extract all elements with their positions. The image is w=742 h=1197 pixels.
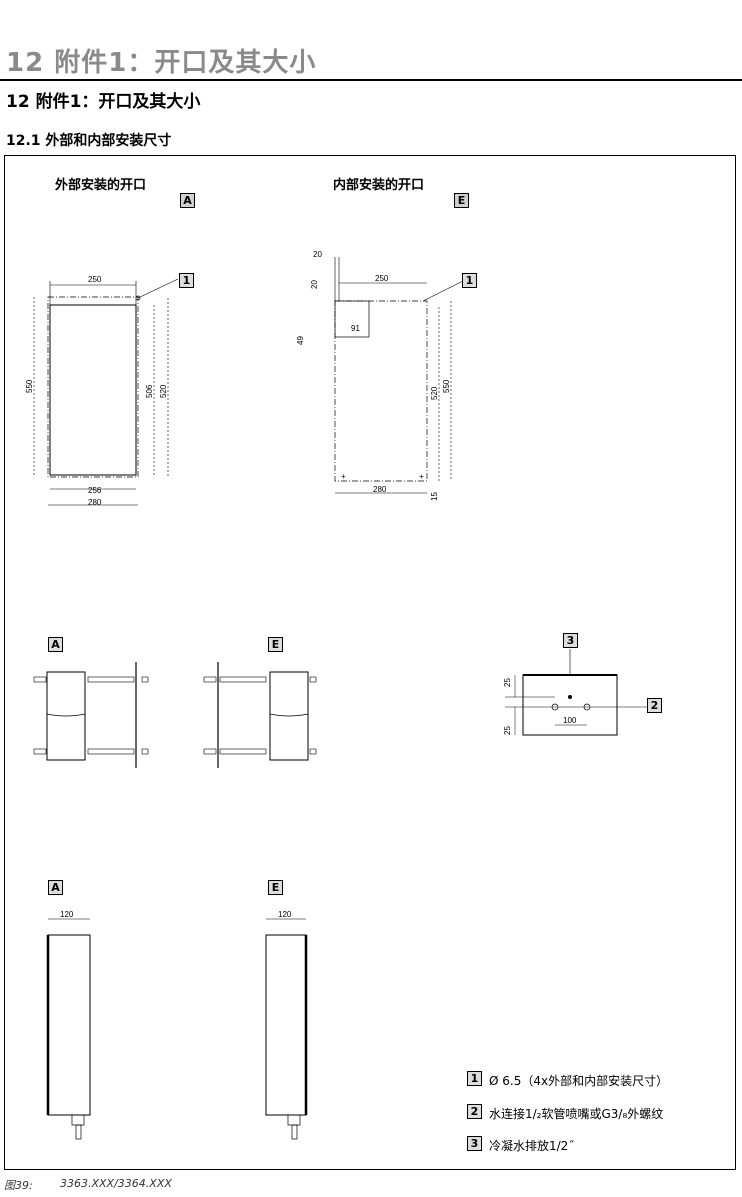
bottom-callout-2: 2 bbox=[647, 698, 662, 713]
int-hole-marker-br: + bbox=[419, 472, 424, 481]
section-heading: 12.1 外部和内部安装尺寸 bbox=[6, 133, 172, 149]
side-view-external bbox=[33, 662, 149, 768]
heading-rule bbox=[0, 79, 742, 81]
side-view-e-label: E bbox=[268, 637, 283, 652]
chapter-heading: 12 附件1：开口及其大小 bbox=[6, 92, 201, 112]
int-dim-gap-side: 20 bbox=[310, 280, 319, 289]
int-dim-gap-top: 20 bbox=[313, 250, 322, 259]
depth-e-dim: 120 bbox=[278, 910, 292, 919]
external-marker: A bbox=[180, 193, 195, 208]
ext-dim-top: 250 bbox=[88, 275, 102, 284]
bottom-dim-bottom: 25 bbox=[503, 726, 512, 735]
int-dim-width: 250 bbox=[375, 274, 389, 283]
int-callout-1: 1 bbox=[462, 273, 477, 288]
side-view-a-label: A bbox=[48, 637, 63, 652]
depth-view-internal: 120 bbox=[265, 910, 308, 1140]
int-dim-inner: 520 bbox=[430, 386, 439, 400]
external-cutout-outline bbox=[49, 304, 137, 476]
legend-num-1: 1 bbox=[467, 1071, 482, 1086]
ext-dim-outer: 520 bbox=[159, 384, 168, 398]
internal-mount-label: 内部安装的开口 bbox=[333, 178, 425, 193]
ext-dim-bottom-outer: 280 bbox=[88, 498, 102, 507]
int-dim-slot: 91 bbox=[351, 324, 360, 333]
chapter-heading-large: 12 附件1：开口及其大小 bbox=[6, 48, 317, 78]
internal-marker: E bbox=[454, 193, 469, 208]
external-frame-dashed bbox=[47, 296, 139, 478]
int-dim-bottom: 280 bbox=[373, 485, 387, 494]
external-cutout-drawing: 250 550 506 520 256 280 bbox=[25, 275, 179, 507]
legend-text-1: Ø 6.5（4x外部和内部安装尺寸） bbox=[489, 1074, 669, 1088]
legend-num-2: 2 bbox=[467, 1104, 482, 1119]
bottom-callout-3: 3 bbox=[563, 633, 578, 648]
ext-callout-1: 1 bbox=[179, 273, 194, 288]
legend-text-2: 水连接1/₂软管喷嘴或G3/₈外螺纹 bbox=[489, 1107, 664, 1121]
ext-dim-inner: 506 bbox=[145, 384, 154, 398]
legend-text-3: 冷凝水排放1/2˝ bbox=[489, 1139, 575, 1153]
figure-models: 3363.XXX/3364.XXX bbox=[60, 1177, 172, 1190]
int-dim-outer: 550 bbox=[442, 379, 451, 393]
bottom-view-drawing: 25 25 100 bbox=[503, 649, 647, 736]
internal-frame-dashed bbox=[334, 300, 428, 482]
legend-num-3: 3 bbox=[467, 1136, 482, 1151]
depth-view-e-label: E bbox=[268, 880, 283, 895]
internal-cutout-drawing: 20 20 250 91 49 520 550 280 15 + + bbox=[296, 250, 464, 501]
bottom-dim-top: 25 bbox=[503, 678, 512, 687]
ext-dim-left: 550 bbox=[25, 379, 34, 393]
int-hole-marker-bl: + bbox=[341, 472, 346, 481]
external-mount-label: 外部安装的开口 bbox=[55, 178, 147, 193]
side-view-internal bbox=[203, 662, 317, 768]
int-dim-bottom-gap: 15 bbox=[430, 492, 439, 501]
ext-hole-marker bbox=[135, 295, 141, 301]
int-dim-offset: 49 bbox=[296, 336, 305, 345]
bottom-dim-spacing: 100 bbox=[563, 716, 577, 725]
figure-number: 图39: bbox=[4, 1179, 33, 1192]
depth-view-external: 120 bbox=[46, 910, 91, 1140]
ext-dim-bottom-inner: 256 bbox=[88, 486, 102, 495]
depth-a-dim: 120 bbox=[60, 910, 74, 919]
figure-frame bbox=[4, 155, 736, 1170]
depth-view-a-label: A bbox=[48, 880, 63, 895]
